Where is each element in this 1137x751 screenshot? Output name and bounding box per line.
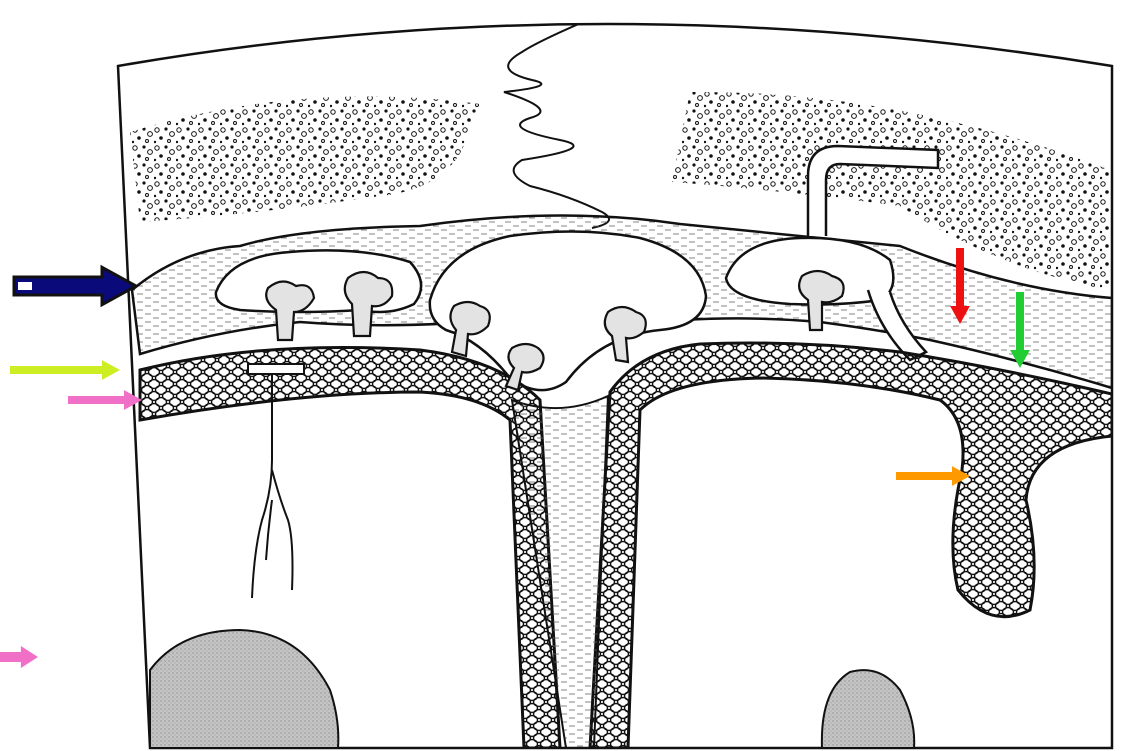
yellow-green-arrow: [10, 360, 120, 380]
navy-arrow: [14, 267, 136, 304]
pink-arrow-lower: [0, 646, 38, 668]
navy-arrow-highlight: [18, 282, 32, 290]
pink-arrow-upper: [68, 390, 142, 410]
